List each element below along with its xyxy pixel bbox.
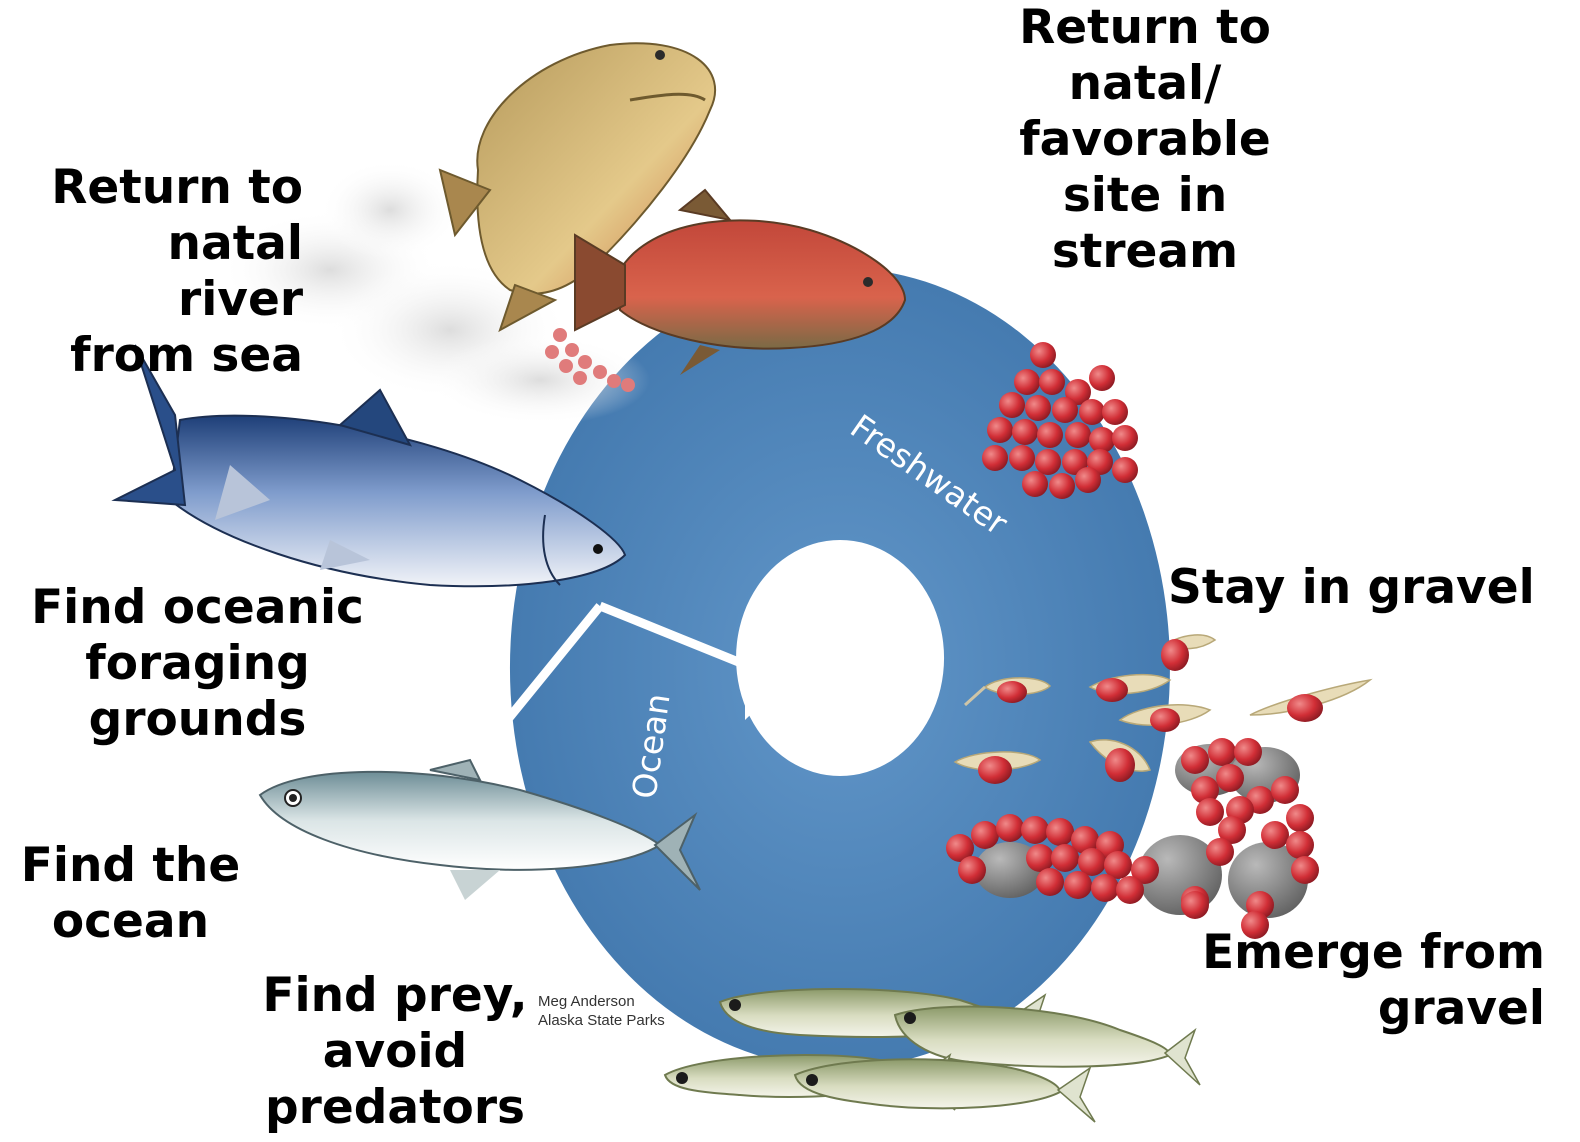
salmon-egg-icon	[1181, 891, 1209, 919]
stage-label-find-foraging-grounds: Find oceanic foraging grounds	[25, 580, 370, 748]
salmon-egg-icon	[1049, 473, 1075, 499]
salmon-egg-icon	[1216, 764, 1244, 792]
salmon-egg-icon	[1208, 738, 1236, 766]
salmon-egg-icon	[987, 417, 1013, 443]
salmon-egg-icon	[1234, 738, 1262, 766]
salmon-egg-icon	[1046, 818, 1074, 846]
salmon-egg-icon	[1022, 471, 1048, 497]
salmon-egg-icon	[1009, 445, 1035, 471]
salmon-egg-icon	[1116, 876, 1144, 904]
salmon-egg-icon	[1291, 856, 1319, 884]
salmon-egg-icon	[958, 856, 986, 884]
salmon-egg-icon	[1052, 397, 1078, 423]
salmon-egg-icon	[1065, 422, 1091, 448]
salmon-egg-icon	[1012, 419, 1038, 445]
salmon-egg-icon	[1021, 816, 1049, 844]
stage-label-stay-in-gravel: Stay in gravel	[1168, 560, 1568, 616]
salmon-egg-icon	[1271, 776, 1299, 804]
salmon-egg-icon	[1102, 399, 1128, 425]
salmon-egg-icon	[982, 445, 1008, 471]
salmon-egg-icon	[971, 821, 999, 849]
stage-label-return-to-stream-site: Return to natal/ favorable site in strea…	[1000, 0, 1290, 280]
salmon-egg-icon	[1036, 868, 1064, 896]
salmon-egg-icon	[1261, 821, 1289, 849]
stage-label-emerge-from-gravel: Emerge from gravel	[1190, 925, 1545, 1037]
salmon-egg-icon	[1037, 422, 1063, 448]
salmon-egg-icon	[1039, 369, 1065, 395]
salmon-egg-icon	[1025, 395, 1051, 421]
salmon-egg-icon	[1030, 342, 1056, 368]
salmon-egg-icon	[1112, 457, 1138, 483]
salmon-egg-icon	[999, 392, 1025, 418]
salmon-egg-icon	[1026, 844, 1054, 872]
salmon-egg-icon	[1091, 874, 1119, 902]
salmon-egg-icon	[1075, 467, 1101, 493]
fry-icon	[795, 1059, 1095, 1122]
salmon-egg-icon	[1286, 804, 1314, 832]
salmon-egg-icon	[1196, 798, 1224, 826]
fry-group	[665, 989, 1200, 1122]
salmon-egg-icon	[1079, 399, 1105, 425]
salmon-egg-icon	[1181, 746, 1209, 774]
salmon-egg-icon	[1035, 449, 1061, 475]
salmon-egg-icon	[1014, 369, 1040, 395]
stage-label-return-to-natal-river: Return to natal river from sea	[28, 160, 303, 384]
illustration-credit: Meg Anderson Alaska State Parks	[538, 992, 665, 1030]
salmon-egg-icon	[1089, 427, 1115, 453]
salmon-egg-icon	[1206, 838, 1234, 866]
salmon-egg-icon	[1064, 871, 1092, 899]
stage-label-find-prey: Find prey, avoid predators	[255, 968, 535, 1136]
salmon-egg-icon	[1089, 365, 1115, 391]
alevin-icon	[1250, 680, 1370, 722]
salmon-egg-icon	[1286, 831, 1314, 859]
salmon-egg-icon	[1112, 425, 1138, 451]
salmon-egg-icon	[1051, 844, 1079, 872]
stage-label-find-the-ocean: Find the ocean	[8, 838, 253, 950]
salmon-egg-icon	[996, 814, 1024, 842]
